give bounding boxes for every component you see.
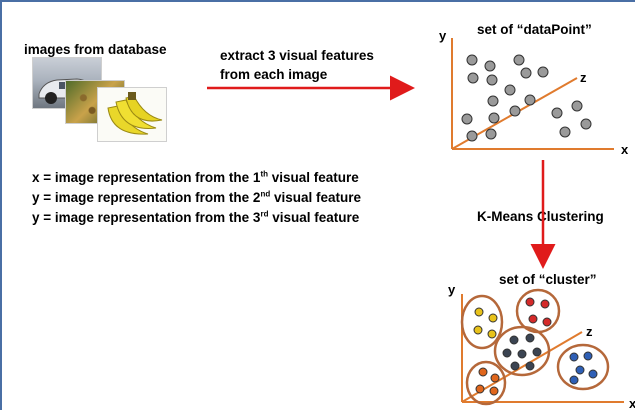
bottom-x-axis-label: x bbox=[629, 396, 635, 411]
cluster-point bbox=[488, 313, 498, 323]
cluster-point bbox=[540, 299, 550, 309]
cluster-ring bbox=[465, 360, 507, 406]
top-y-axis-label: y bbox=[439, 28, 447, 43]
cluster-ring bbox=[460, 294, 504, 350]
process-label: K-Means Clustering bbox=[477, 209, 604, 224]
cluster-point bbox=[575, 365, 585, 375]
definition-x-lead: x = image representation from the 1 bbox=[32, 170, 261, 185]
cluster-point bbox=[474, 307, 484, 317]
data-point bbox=[551, 107, 563, 119]
cluster-point bbox=[490, 373, 500, 383]
data-point bbox=[486, 74, 498, 86]
top-x-axis-label: x bbox=[621, 142, 629, 157]
cluster-point bbox=[528, 314, 538, 324]
cluster-point bbox=[473, 325, 483, 335]
definition-z-lead: y = image representation from the 3 bbox=[32, 210, 261, 225]
source-label: images from database bbox=[24, 42, 167, 57]
data-point bbox=[571, 100, 583, 112]
cluster-point bbox=[525, 333, 535, 343]
extract-label-line1: extract 3 visual features bbox=[220, 48, 374, 63]
cluster-point bbox=[478, 367, 488, 377]
cluster-point bbox=[502, 348, 512, 358]
data-point bbox=[466, 130, 478, 142]
cluster-yellow bbox=[460, 294, 504, 350]
data-point bbox=[524, 94, 536, 106]
cluster-point bbox=[542, 317, 552, 327]
definition-x-tail: visual feature bbox=[268, 170, 359, 185]
data-point bbox=[520, 67, 532, 79]
data-point bbox=[488, 112, 500, 124]
bottom-clusters bbox=[460, 288, 610, 406]
data-point bbox=[559, 126, 571, 138]
top-plot-title: set of “dataPoint” bbox=[477, 22, 592, 37]
definition-y-tail: visual feature bbox=[270, 190, 362, 205]
cluster-blue bbox=[556, 343, 610, 391]
definition-y-sup: nd bbox=[260, 189, 271, 199]
definition-z-tail: visual feature bbox=[268, 210, 360, 225]
data-point bbox=[509, 105, 521, 117]
cluster-point bbox=[517, 349, 527, 359]
data-point bbox=[484, 60, 496, 72]
data-point bbox=[485, 128, 497, 140]
cluster-point bbox=[569, 375, 579, 385]
cluster-ring bbox=[493, 325, 551, 377]
cluster-red bbox=[515, 288, 561, 334]
cluster-point bbox=[509, 335, 519, 345]
cluster-point bbox=[510, 361, 520, 371]
definition-x-sup: th bbox=[260, 169, 269, 179]
bottom-z-axis-label: z bbox=[586, 324, 593, 339]
definition-z: y = image representation from the 3rd vi… bbox=[32, 210, 359, 225]
top-z-axis-label: z bbox=[580, 70, 587, 85]
cluster-point bbox=[583, 351, 593, 361]
extract-label-line2: from each image bbox=[220, 67, 328, 82]
data-point bbox=[466, 54, 478, 66]
data-point bbox=[580, 118, 592, 130]
cluster-point bbox=[489, 386, 499, 396]
cluster-point bbox=[532, 347, 542, 357]
data-point bbox=[461, 113, 473, 125]
data-point bbox=[537, 66, 549, 78]
cluster-point bbox=[569, 352, 579, 362]
banana-photo bbox=[97, 87, 167, 142]
cluster-point bbox=[525, 361, 535, 371]
definition-x: x = image representation from the 1th vi… bbox=[32, 170, 359, 185]
cluster-point bbox=[588, 369, 598, 379]
cluster-point bbox=[487, 329, 497, 339]
definition-y: y = image representation from the 2nd vi… bbox=[32, 190, 361, 205]
cluster-point bbox=[525, 297, 535, 307]
cluster-orange bbox=[465, 360, 507, 406]
top-data-points bbox=[461, 54, 592, 142]
data-point bbox=[504, 84, 516, 96]
definition-y-lead: y = image representation from the 2 bbox=[32, 190, 261, 205]
data-point bbox=[513, 54, 525, 66]
cluster-ring bbox=[556, 343, 610, 391]
definition-z-sup: rd bbox=[260, 209, 269, 219]
data-point bbox=[487, 95, 499, 107]
bottom-y-axis-label: y bbox=[448, 282, 456, 297]
cluster-dark bbox=[493, 325, 551, 377]
bottom-plot-title: set of “cluster” bbox=[499, 272, 597, 287]
top-axes bbox=[451, 38, 614, 150]
cluster-point bbox=[475, 384, 485, 394]
data-point bbox=[467, 72, 479, 84]
cluster-ring bbox=[515, 288, 561, 334]
banana-icon bbox=[107, 92, 163, 135]
